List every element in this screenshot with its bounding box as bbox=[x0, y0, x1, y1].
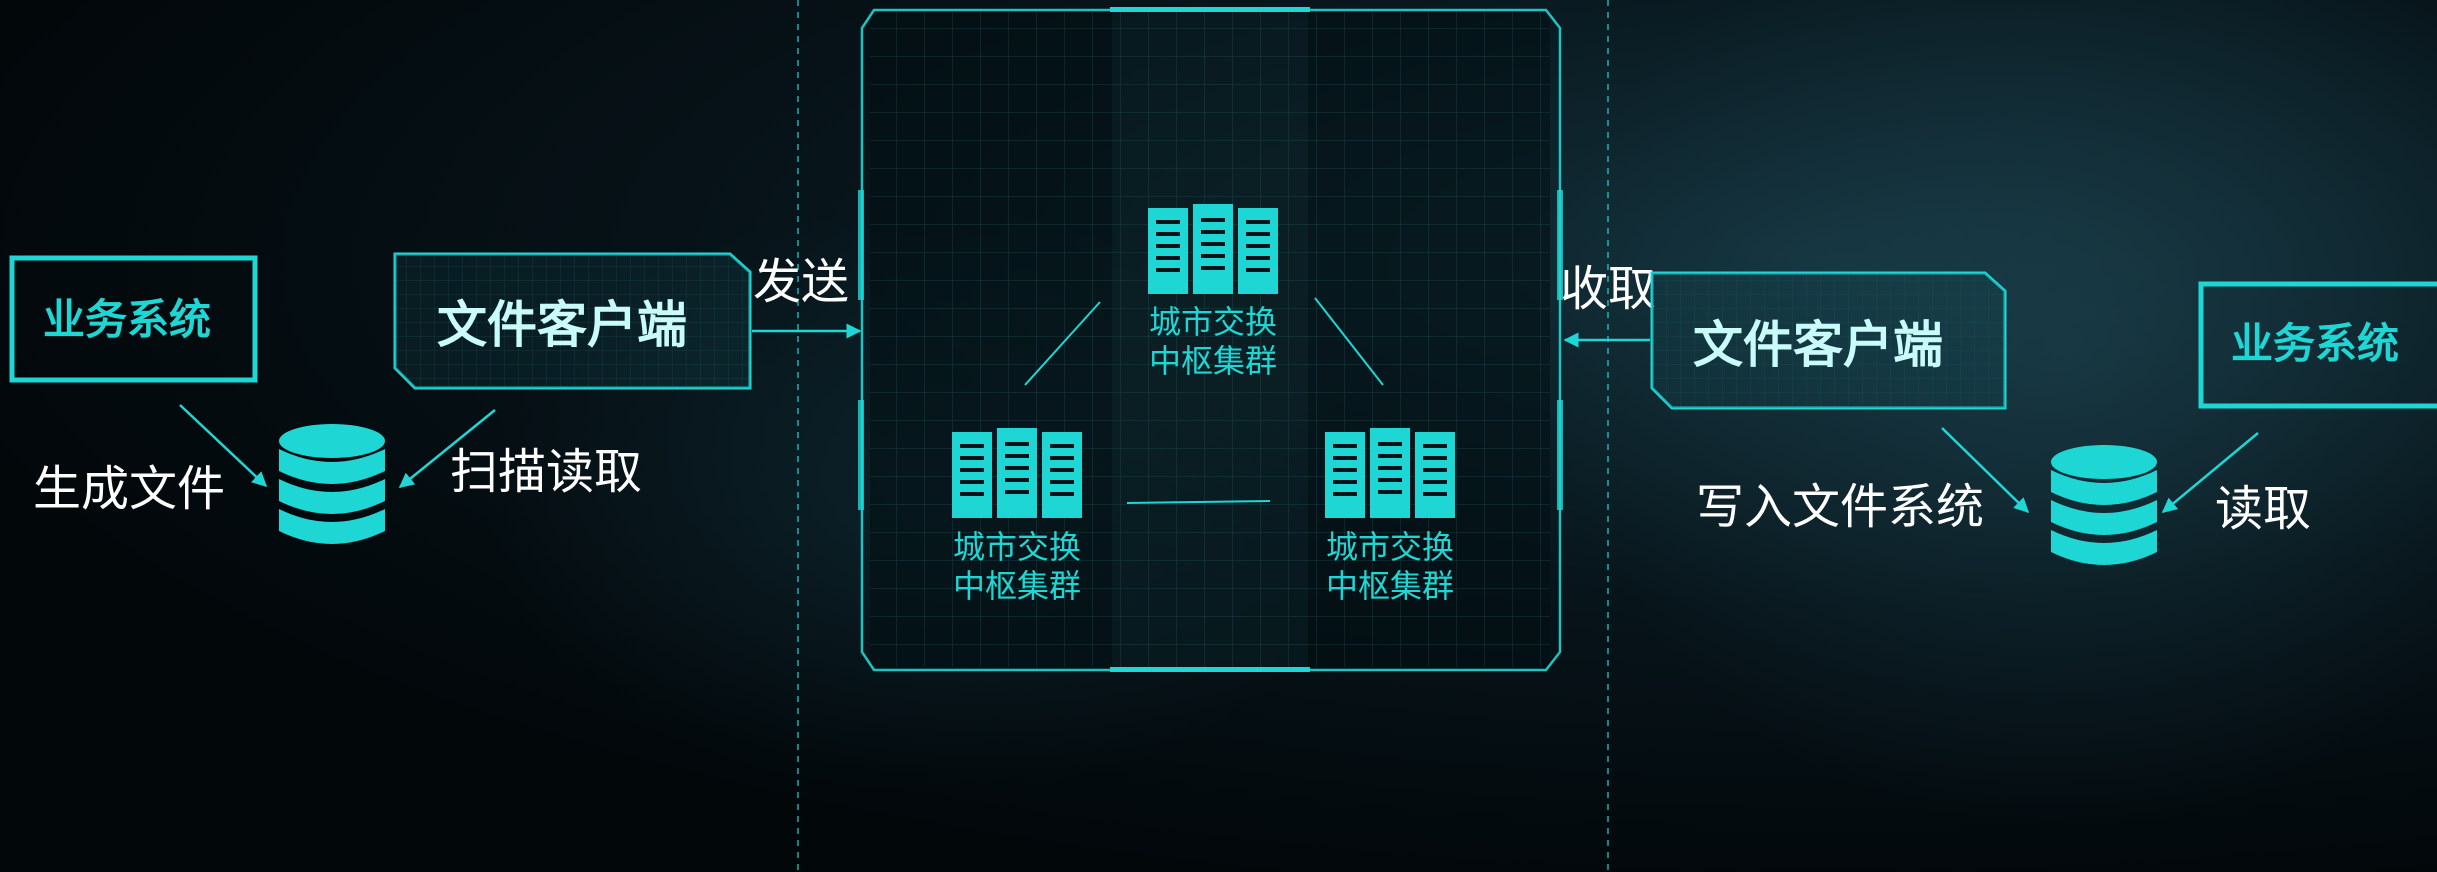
cluster-node-left: 城市交换 中枢集群 bbox=[952, 428, 1082, 605]
right-client-label: 文件客户端 bbox=[1693, 316, 1943, 374]
link-top-right bbox=[1314, 297, 1384, 386]
arrow-client-to-db bbox=[398, 409, 496, 488]
send-label: 发送 bbox=[753, 254, 849, 310]
right-system-label: 业务系统 bbox=[2231, 319, 2399, 368]
read-label: 读取 bbox=[2215, 481, 2311, 537]
left-client-label: 文件客户端 bbox=[437, 296, 687, 354]
receive-label: 收取 bbox=[1560, 261, 1656, 317]
left-file-client-box: 文件客户端 bbox=[393, 252, 752, 390]
node-label-line2: 中枢集群 bbox=[1149, 342, 1277, 380]
background-glow-right bbox=[1500, 0, 2437, 872]
write-fs-label: 写入文件系统 bbox=[1696, 479, 1984, 535]
cluster-node-top: 城市交换 中枢集群 bbox=[1148, 204, 1278, 380]
cluster-node-right: 城市交换 中枢集群 bbox=[1325, 428, 1455, 605]
arrow-system-to-db bbox=[179, 404, 268, 488]
center-cluster-panel bbox=[858, 7, 1563, 672]
server-icon bbox=[952, 428, 1082, 518]
server-icon bbox=[1325, 428, 1455, 518]
right-database-icon bbox=[2051, 445, 2157, 565]
link-bottom bbox=[1126, 500, 1271, 504]
arrow-db-read-system bbox=[2161, 432, 2259, 513]
node-label-line2: 中枢集群 bbox=[1326, 567, 1454, 605]
node-label-line1: 城市交换 bbox=[953, 528, 1081, 566]
right-file-client-box: 文件客户端 bbox=[1650, 271, 2007, 410]
left-database-icon bbox=[279, 424, 385, 544]
server-icon bbox=[1148, 204, 1278, 294]
node-label-line1: 城市交换 bbox=[1149, 303, 1277, 341]
node-label-line2: 中枢集群 bbox=[953, 567, 1081, 605]
right-business-system-box: 业务系统 bbox=[2198, 281, 2437, 409]
generate-file-label: 生成文件 bbox=[33, 461, 225, 517]
link-top-left bbox=[1024, 301, 1101, 386]
node-label-line1: 城市交换 bbox=[1326, 528, 1454, 566]
left-system-label: 业务系统 bbox=[43, 295, 211, 344]
scan-read-label: 扫描读取 bbox=[450, 444, 642, 500]
left-business-system-box: 业务系统 bbox=[9, 255, 258, 383]
arrow-client-write-db bbox=[1941, 427, 2030, 514]
